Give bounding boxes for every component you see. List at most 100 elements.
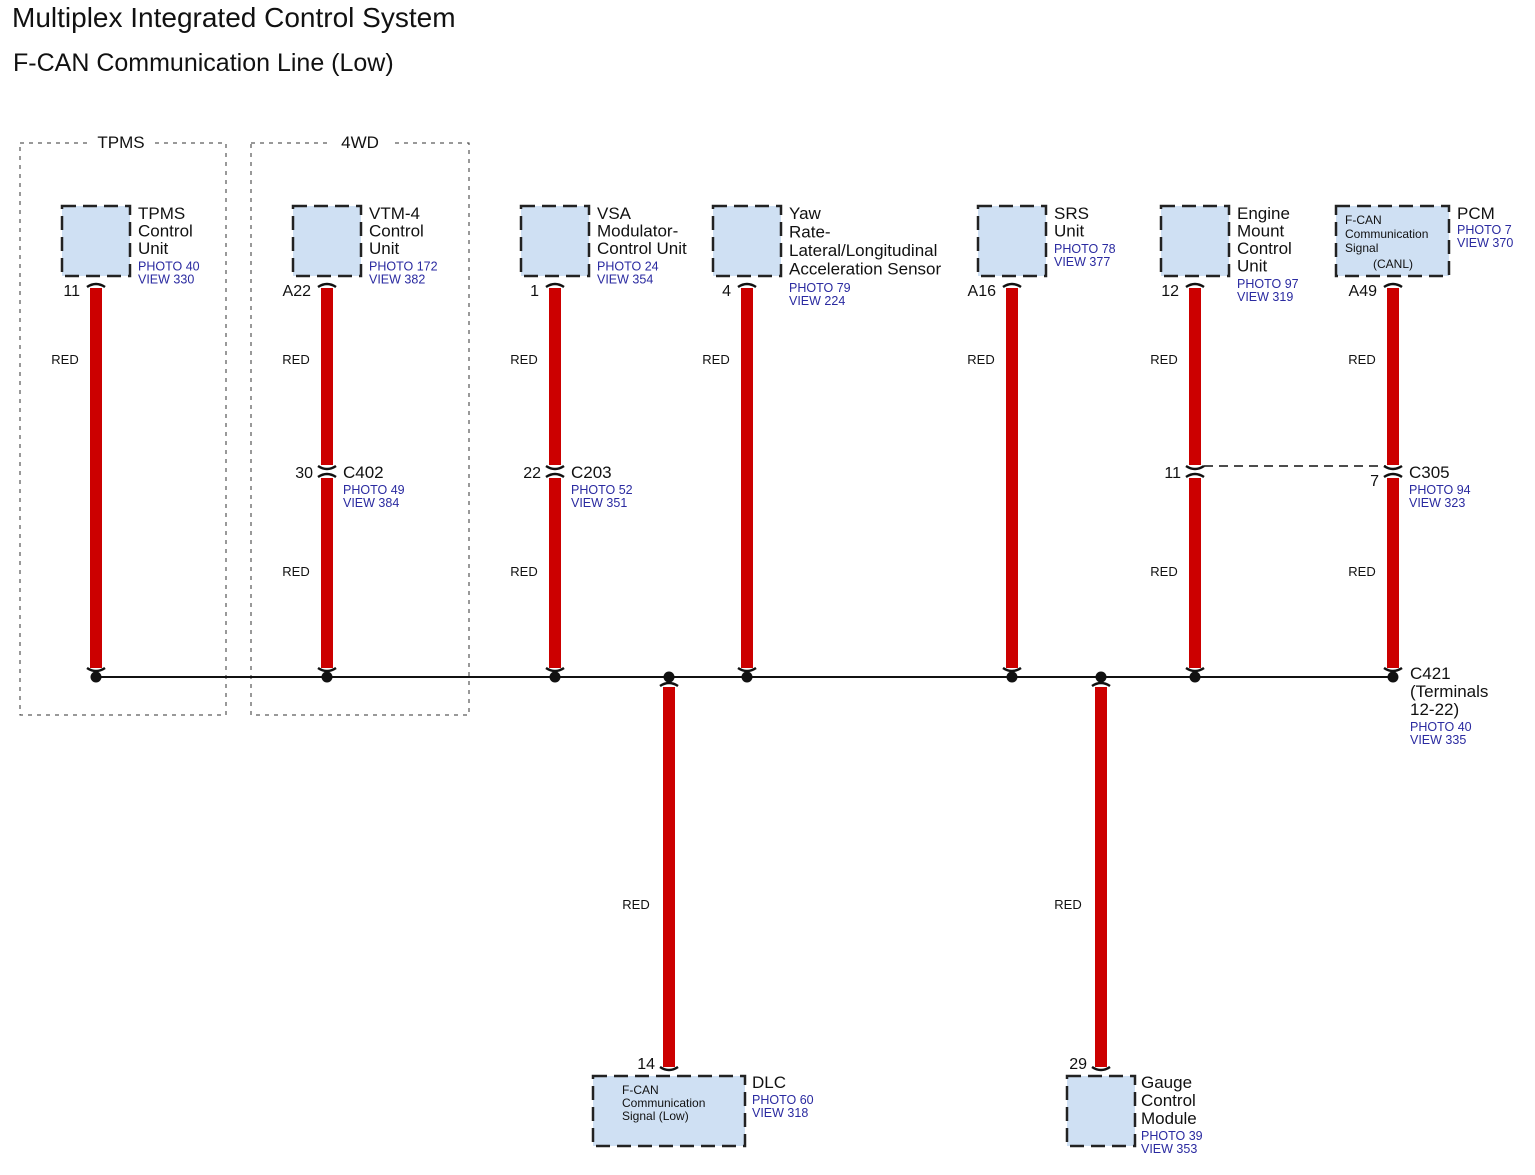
photo-link[interactable]: PHOTO 52 [571,483,633,497]
view-link[interactable]: VIEW 351 [571,496,627,510]
view-link[interactable]: VIEW 330 [138,273,194,287]
component-name: Unit [369,239,400,258]
component-box [1065,1074,1137,1148]
wire-color-label: RED [702,352,729,367]
wire-color-label: RED [510,352,537,367]
wire [1387,478,1399,668]
terminal-icon [1383,666,1403,673]
photo-link[interactable]: PHOTO 7 [1457,223,1512,237]
view-link[interactable]: VIEW 370 [1457,236,1513,250]
view-link[interactable]: VIEW 335 [1410,733,1466,747]
view-link[interactable]: VIEW 319 [1237,290,1293,304]
component-name: Engine [1237,204,1290,223]
component-box [976,204,1048,278]
dlc-component-box [591,1074,747,1148]
view-link[interactable]: VIEW 382 [369,273,425,287]
view-link[interactable]: VIEW 224 [789,294,845,308]
component-name: Unit [1054,222,1085,241]
terminal-icon [1091,1065,1111,1072]
pin-number: A16 [968,283,997,300]
connector-icon [1383,472,1403,479]
splice-point [321,671,333,683]
component-name: VTM-4 [369,204,420,223]
component-name: Module [1141,1109,1197,1128]
terminal-icon [1185,282,1205,289]
component-name: Control Unit [597,239,687,258]
photo-link[interactable]: PHOTO 24 [597,260,659,274]
terminal-icon [86,282,106,289]
photo-link[interactable]: PHOTO 79 [789,281,851,295]
component-inner-label: Communication [622,1096,705,1110]
component-inner-label: Signal [1345,241,1378,255]
component-name: PCM [1457,204,1495,223]
connector-id: C203 [571,463,612,482]
connector-pin: 11 [1164,465,1181,482]
photo-link[interactable]: PHOTO 97 [1237,277,1299,291]
view-link[interactable]: VIEW 353 [1141,1142,1197,1156]
terminal-icon [737,282,757,289]
wire [1387,288,1399,465]
view-link[interactable]: VIEW 354 [597,273,653,287]
wire-color-label: RED [1348,564,1375,579]
wire-color-label: RED [51,352,78,367]
component-inner-label: F-CAN [622,1083,659,1097]
terminal-icon [86,666,106,673]
splice-point [741,671,753,683]
connector-pin: 30 [295,465,313,482]
view-link[interactable]: VIEW 377 [1054,255,1110,269]
splice-point [1095,671,1107,683]
component-box [60,204,132,278]
connector-icon [545,472,565,479]
page-title: Multiplex Integrated Control System [12,2,456,33]
terminal-icon [317,666,337,673]
photo-link[interactable]: PHOTO 40 [1410,720,1472,734]
wire-color-label: RED [967,352,994,367]
connector-id: C421 [1410,664,1451,683]
pcm-component-box [1334,204,1451,278]
pin-number: 1 [530,283,539,300]
connector-icon [1185,472,1205,479]
photo-link[interactable]: PHOTO 60 [752,1093,814,1107]
wire-color-label: RED [1054,897,1081,912]
splice-point [1387,671,1399,683]
connector-detail: (Terminals [1410,682,1488,701]
photo-link[interactable]: PHOTO 39 [1141,1129,1203,1143]
photo-link[interactable]: PHOTO 172 [369,260,438,274]
photo-link[interactable]: PHOTO 40 [138,260,200,274]
connector-icon [1185,464,1205,471]
connector-icon [545,464,565,471]
pin-number: 11 [63,283,80,300]
component-name: Unit [138,239,169,258]
wire [90,288,102,668]
component-box [291,204,363,278]
connector-icon [317,472,337,479]
component-name: Control [369,222,424,241]
photo-link[interactable]: PHOTO 49 [343,483,405,497]
wire-color-label: RED [1348,352,1375,367]
splice-point [663,671,675,683]
wire-color-label: RED [1150,352,1177,367]
pin-number: 14 [637,1056,655,1073]
component-name: Mount [1237,222,1285,241]
connector-detail: 12-22) [1410,700,1459,719]
photo-link[interactable]: PHOTO 78 [1054,242,1116,256]
wire-color-label: RED [1150,564,1177,579]
pin-number: A49 [1349,283,1378,300]
component-name: Acceleration Sensor [789,260,941,279]
photo-link[interactable]: PHOTO 94 [1409,483,1471,497]
component-name: Gauge [1141,1073,1192,1092]
wire [1095,687,1107,1067]
component-box [519,204,591,278]
terminal-icon [545,282,565,289]
wire-color-label: RED [282,564,309,579]
terminal-icon [317,282,337,289]
view-link[interactable]: VIEW 323 [1409,496,1465,510]
splice-point [1189,671,1201,683]
component-name: VSA [597,204,632,223]
terminal-icon [659,1065,679,1072]
component-name: SRS [1054,204,1089,223]
connector-icon [317,464,337,471]
view-link[interactable]: VIEW 384 [343,496,399,510]
view-link[interactable]: VIEW 318 [752,1106,808,1120]
